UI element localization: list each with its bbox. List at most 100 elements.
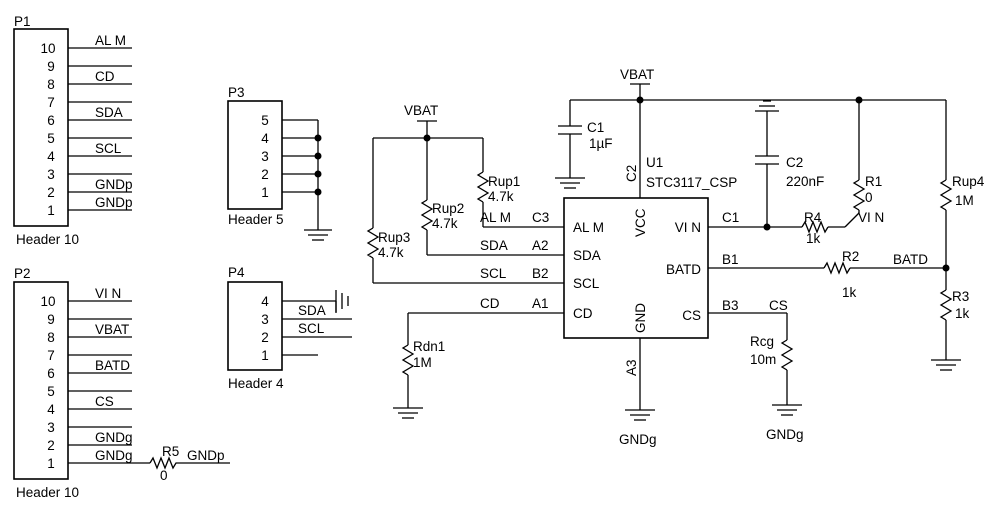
header-p1: P1 10 9 8 7 6 5 4 3 2 1 AL M CD SDA SCL … (13, 14, 133, 247)
ic-pin-label: CD (573, 306, 593, 321)
p2-pin: 2 (47, 438, 55, 453)
rup3-value: 4.7k (378, 245, 404, 260)
r5-net: GNDp (187, 448, 225, 463)
p2-pin: 5 (47, 384, 55, 399)
r1-value: 0 (865, 190, 873, 205)
rup1-ref: Rup1 (488, 174, 520, 189)
ic-part: STC3117_CSP (646, 175, 737, 190)
c1-ref: C1 (587, 120, 604, 135)
gndg-label-cs: GNDg (766, 427, 804, 442)
vbat-label-top: VBAT (620, 67, 654, 82)
p2-name: Header 10 (16, 485, 79, 500)
ball-label: A2 (532, 238, 549, 253)
p1-pin: 7 (47, 95, 55, 110)
header-p4: P4 4 3 2 1 SDA SCL Header 4 (227, 265, 352, 391)
batd-network: B1 R2 1k BATD Rup4 1M R3 1k (708, 100, 985, 371)
p1-ref: P1 (14, 14, 31, 29)
p3-body (227, 100, 283, 210)
vbat-label-left: VBAT (404, 103, 438, 118)
p1-name: Header 10 (16, 232, 79, 247)
p1-pin: 6 (47, 113, 55, 128)
p4-body (227, 281, 283, 371)
p4-pin: 2 (261, 330, 269, 345)
ball-label: C3 (532, 210, 549, 225)
net-label-batd: BATD (893, 252, 928, 267)
p4-ref: P4 (228, 265, 245, 280)
r3-ref: R3 (952, 289, 969, 304)
ball-label: C1 (722, 210, 739, 225)
pullup-network: VBAT (366, 103, 564, 419)
ic-pin-gnd: GND (633, 303, 648, 333)
junction-dot (314, 188, 322, 196)
p1-net-label: AL M (95, 33, 126, 48)
net-label-alm: AL M (480, 210, 511, 225)
header-p3: P3 5 4 3 2 1 Header 5 (227, 85, 332, 241)
ic-pin-label: CS (682, 308, 701, 323)
p3-pin: 5 (261, 113, 269, 128)
net-label-cd: CD (480, 296, 500, 311)
net-label-sda: SDA (480, 238, 508, 253)
p4-pin: 4 (261, 294, 269, 309)
junction-dot (314, 152, 322, 160)
p2-pin: 7 (47, 348, 55, 363)
p4-pin: 1 (261, 348, 269, 363)
junction-dot (942, 264, 950, 272)
junction-dot (314, 170, 322, 178)
p2-pin: 8 (47, 330, 55, 345)
junction-dot (763, 223, 771, 231)
p1-net-label: CD (95, 69, 115, 84)
p2-pin: 3 (47, 420, 55, 435)
p1-pin: 10 (40, 41, 55, 56)
rup2-value: 4.7k (432, 216, 458, 231)
p2-ref: P2 (14, 266, 31, 281)
ic-pin-label: AL M (573, 220, 604, 235)
rup1-value: 4.7k (488, 189, 514, 204)
r1-ref: R1 (865, 174, 882, 189)
header-p2: P2 10 9 8 7 6 5 4 3 2 1 VI N VBAT BATD C… (13, 266, 230, 500)
ball-label: C2 (624, 165, 639, 182)
rcg-value: 10m (750, 352, 776, 367)
r4-ref: R4 (804, 210, 822, 225)
ic-pin-label: SCL (573, 276, 600, 291)
p1-pin: 9 (47, 59, 55, 74)
p2-net-label: BATD (95, 358, 130, 373)
p4-name: Header 4 (228, 376, 284, 391)
p3-pin: 3 (261, 149, 269, 164)
p2-pin: 9 (47, 312, 55, 327)
p3-ref: P3 (228, 85, 245, 100)
p1-net-label: SDA (95, 105, 123, 120)
rcg-ref: Rcg (750, 334, 774, 349)
p2-pin: 1 (47, 456, 55, 471)
ball-label: A1 (532, 296, 549, 311)
vin-network: C2 220nF C1 R4 1k R1 0 VI N (708, 100, 884, 246)
p3-pin: 4 (261, 131, 269, 146)
rup3-ref: Rup3 (378, 230, 410, 245)
p2-pin: 4 (47, 402, 55, 417)
p4-net-label: SCL (298, 321, 325, 336)
vbat-rail: C1 1µF (555, 96, 946, 189)
ball-label: B3 (722, 298, 739, 313)
p3-pin: 1 (261, 185, 269, 200)
p4-pin: 3 (261, 312, 269, 327)
p4-net-label: SDA (298, 303, 326, 318)
ic-pin-vcc: VCC (633, 208, 648, 237)
rup2-ref: Rup2 (432, 201, 464, 216)
ball-label: B2 (532, 266, 549, 281)
ic-u1: AL M SDA SCL CD VI N BATD CS VCC GND U1 … (563, 67, 737, 447)
ic-pin-label: VI N (675, 220, 701, 235)
net-label-scl: SCL (480, 266, 507, 281)
p2-net-label: VI N (95, 286, 121, 301)
cs-network: B3 CS Rcg 10m GNDg (708, 298, 804, 442)
junction-dot (636, 96, 644, 104)
r3-value: 1k (955, 306, 970, 321)
ic-ref: U1 (646, 155, 663, 170)
net-label-vin: VI N (858, 210, 884, 225)
rup4-value: 1M (955, 193, 974, 208)
p2-pin: 10 (40, 294, 55, 309)
p1-body (13, 28, 69, 227)
p3-name: Header 5 (228, 212, 284, 227)
p1-net-label: SCL (95, 141, 122, 156)
net-label-cs: CS (769, 298, 788, 313)
r2-value: 1k (842, 285, 857, 300)
junction-dot (423, 134, 431, 142)
